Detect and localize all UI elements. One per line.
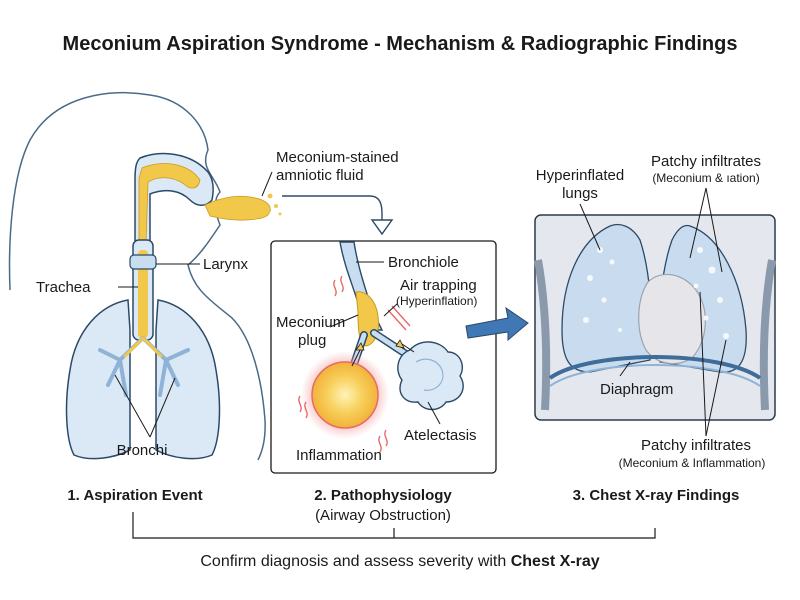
label-hyperinflation: (Hyperinflation)	[396, 294, 477, 308]
caption-chest-xray: 3. Chest X-ray Findings	[573, 487, 740, 504]
label-patchy-top: Patchy infiltrates	[651, 153, 761, 170]
label-plug-line1: Meconium	[276, 314, 345, 331]
xray-diaphragm-shadow	[549, 364, 761, 387]
infant-silhouette	[8, 91, 266, 461]
label-diaphragm: Diaphragm	[600, 381, 673, 398]
label-patchy-bottom-sub: (Meconium & Inflammation)	[619, 456, 766, 470]
ribcage-left-edge	[534, 259, 551, 411]
bronchial-tree	[98, 336, 190, 397]
leader-plug	[329, 314, 359, 328]
inflamed-alveolus	[311, 361, 379, 429]
label-hyper-line2: lungs	[562, 185, 598, 202]
leader-atelectasis	[427, 401, 441, 425]
trap-arrow-right-head	[395, 339, 405, 349]
larynx-ring	[129, 254, 157, 270]
right-lung	[155, 299, 221, 460]
label-trachea: Trachea	[36, 279, 91, 296]
leader-bronchi	[149, 377, 176, 438]
leader-patchy-bottom	[699, 291, 707, 437]
label-patchy-bottom: Patchy infiltrates	[641, 437, 751, 454]
nasal-meconium	[138, 163, 201, 246]
inflammation-marks	[298, 395, 388, 453]
spray-droplet	[278, 212, 282, 216]
spray-droplet	[266, 210, 270, 214]
left-lung	[65, 299, 131, 460]
leader-air-trapping	[383, 303, 398, 317]
flow-arrow-2	[465, 306, 529, 342]
label-fluid-line2: amniotic fluid	[276, 167, 364, 184]
label-inflammation: Inflammation	[296, 447, 382, 464]
leader-patchy-top	[705, 187, 723, 273]
meconium-spray	[204, 195, 271, 221]
infiltrate-patches	[583, 247, 729, 339]
label-patchy-top-sub: (Meconium & ıation)	[652, 171, 759, 185]
label-bronchi: Bronchi	[117, 442, 168, 459]
label-fluid-line1: Meconium-stained	[276, 149, 399, 166]
panel-chest-xray: Hyperinflated lungs Patchy infiltrates (…	[534, 153, 776, 504]
bronchiole-tube	[339, 241, 384, 331]
caption-pathophysiology: 2. Pathophysiology	[314, 487, 452, 504]
xray-diaphragm	[548, 355, 762, 380]
trap-arrow-left	[351, 349, 361, 367]
flow-arrow-1-head	[370, 219, 394, 236]
label-bronchiole: Bronchiole	[388, 254, 459, 271]
label-air-trapping: Air trapping	[400, 277, 477, 294]
flow-arrow-1	[282, 195, 383, 222]
alveolus-cluster	[397, 341, 464, 411]
spray-droplet	[274, 204, 278, 208]
footer-text: Confirm diagnosis and assess severity wi…	[200, 553, 599, 570]
trachea-meconium	[138, 250, 148, 338]
caption-aspiration-event: 1. Aspiration Event	[67, 487, 202, 504]
label-hyper-line1: Hyperinflated	[536, 167, 624, 184]
bronchial-meconium	[123, 336, 163, 358]
air-trapping-marks	[333, 275, 411, 331]
leader-patchy-bottom	[705, 339, 727, 437]
alveolus-inner	[415, 358, 444, 391]
leader-diaphragm	[619, 361, 631, 377]
panel-pathophysiology: Bronchiole Air trapping (Hyperinflation)…	[270, 240, 497, 524]
label-larynx: Larynx	[203, 256, 249, 273]
footer-text-prefix: Confirm diagnosis and assess severity wi…	[200, 553, 510, 570]
trap-arrow-left-head	[355, 342, 365, 351]
panel-aspiration-event: Meconium-stained amniotic fluid Larynx T…	[8, 91, 399, 504]
diagram-title: Meconium Aspiration Syndrome - Mechanism…	[63, 33, 738, 55]
leader-patchy-top	[689, 187, 707, 259]
leader-fluid	[261, 171, 273, 197]
ribcage-right-edge	[759, 259, 776, 411]
footer-text-bold: Chest X-ray	[511, 553, 600, 570]
label-atelectasis: Atelectasis	[404, 427, 477, 444]
leader-hyperinflated	[579, 203, 601, 251]
trap-arrow-right	[401, 343, 415, 353]
leader-bronchi	[114, 374, 151, 438]
label-plug-line2: plug	[298, 332, 326, 349]
spray-droplet	[267, 193, 273, 199]
subcaption-pathophysiology: (Airway Obstruction)	[315, 507, 451, 524]
